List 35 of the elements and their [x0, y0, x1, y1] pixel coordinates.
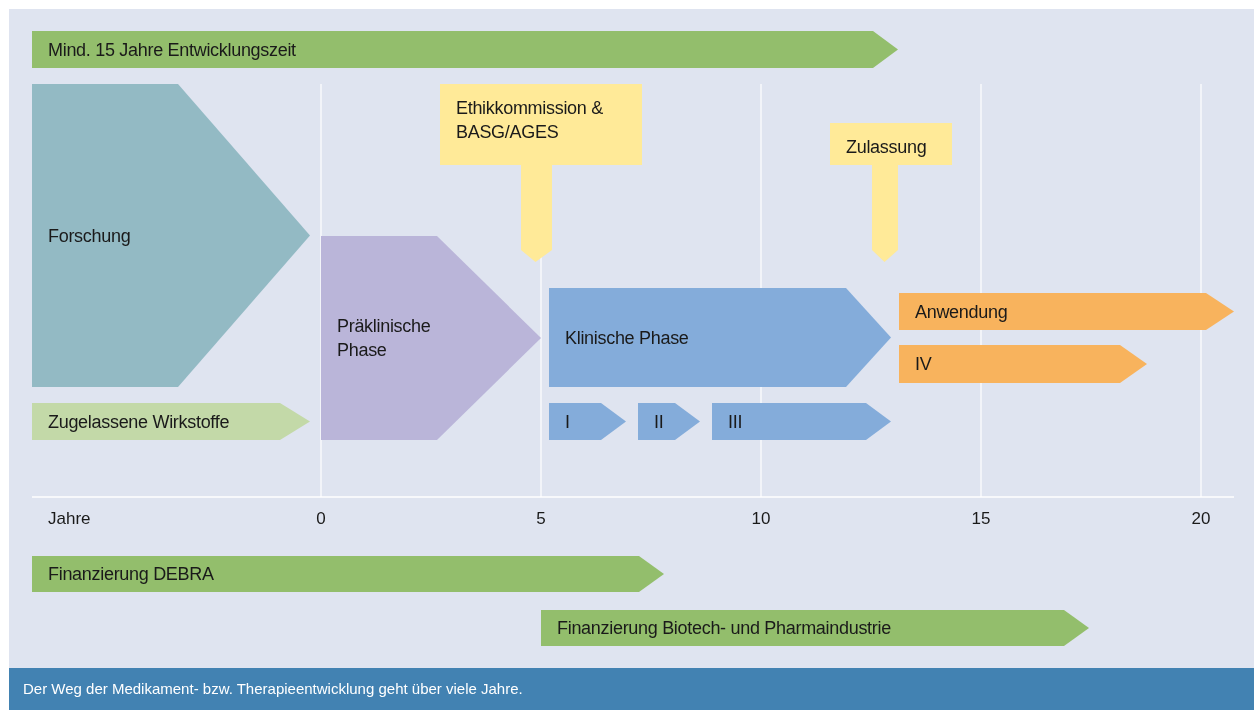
- caption: Der Weg der Medikament- bzw. Therapieentwicklung geht über viele Jahre.: [23, 680, 523, 697]
- phase-label: Klinische Phase: [565, 326, 690, 350]
- phase-label: Mind. 15 Jahre Entwicklungszeit: [48, 38, 296, 62]
- phase-label: Anwendung: [915, 300, 1008, 324]
- axis-tick-label: 10: [751, 509, 771, 529]
- phase-block: [32, 84, 310, 387]
- phase-label: Finanzierung Biotech- und Pharmaindustrie: [557, 617, 891, 640]
- axis-tick-label: 15: [971, 509, 991, 529]
- substance-band: [32, 403, 310, 440]
- phase-label: IV: [915, 353, 932, 376]
- phase-label: Zugelassene Wirkstoffe: [48, 410, 230, 434]
- phase-band: [899, 293, 1234, 330]
- funding-band: [541, 610, 1089, 646]
- trial-phase-band: [549, 403, 626, 440]
- axis-tick-label: 20: [1191, 509, 1211, 529]
- phase-label: I: [565, 410, 570, 434]
- phase-label: Präklinische Phase: [337, 315, 432, 362]
- phase-label: Zulassung: [846, 136, 928, 159]
- trial-phase-band: [712, 403, 891, 440]
- phase-label: III: [728, 410, 743, 434]
- milestone-callout: [440, 84, 642, 262]
- phase-label: Finanzierung DEBRA: [48, 563, 214, 586]
- milestone-callout: [830, 123, 952, 262]
- duration-band: [32, 31, 898, 68]
- axis-title: Jahre: [48, 509, 91, 529]
- funding-band: [32, 556, 664, 592]
- phase-label: II: [654, 410, 664, 434]
- phase-label: Ethikkommission & BASG/AGES: [456, 97, 604, 144]
- phase-band: [899, 345, 1147, 383]
- trial-phase-band: [638, 403, 700, 440]
- phase-block: [321, 236, 541, 440]
- axis-tick-label: 0: [316, 509, 326, 529]
- phase-block: [549, 288, 891, 387]
- axis-tick-label: 5: [536, 509, 546, 529]
- phase-label: Forschung: [48, 224, 132, 248]
